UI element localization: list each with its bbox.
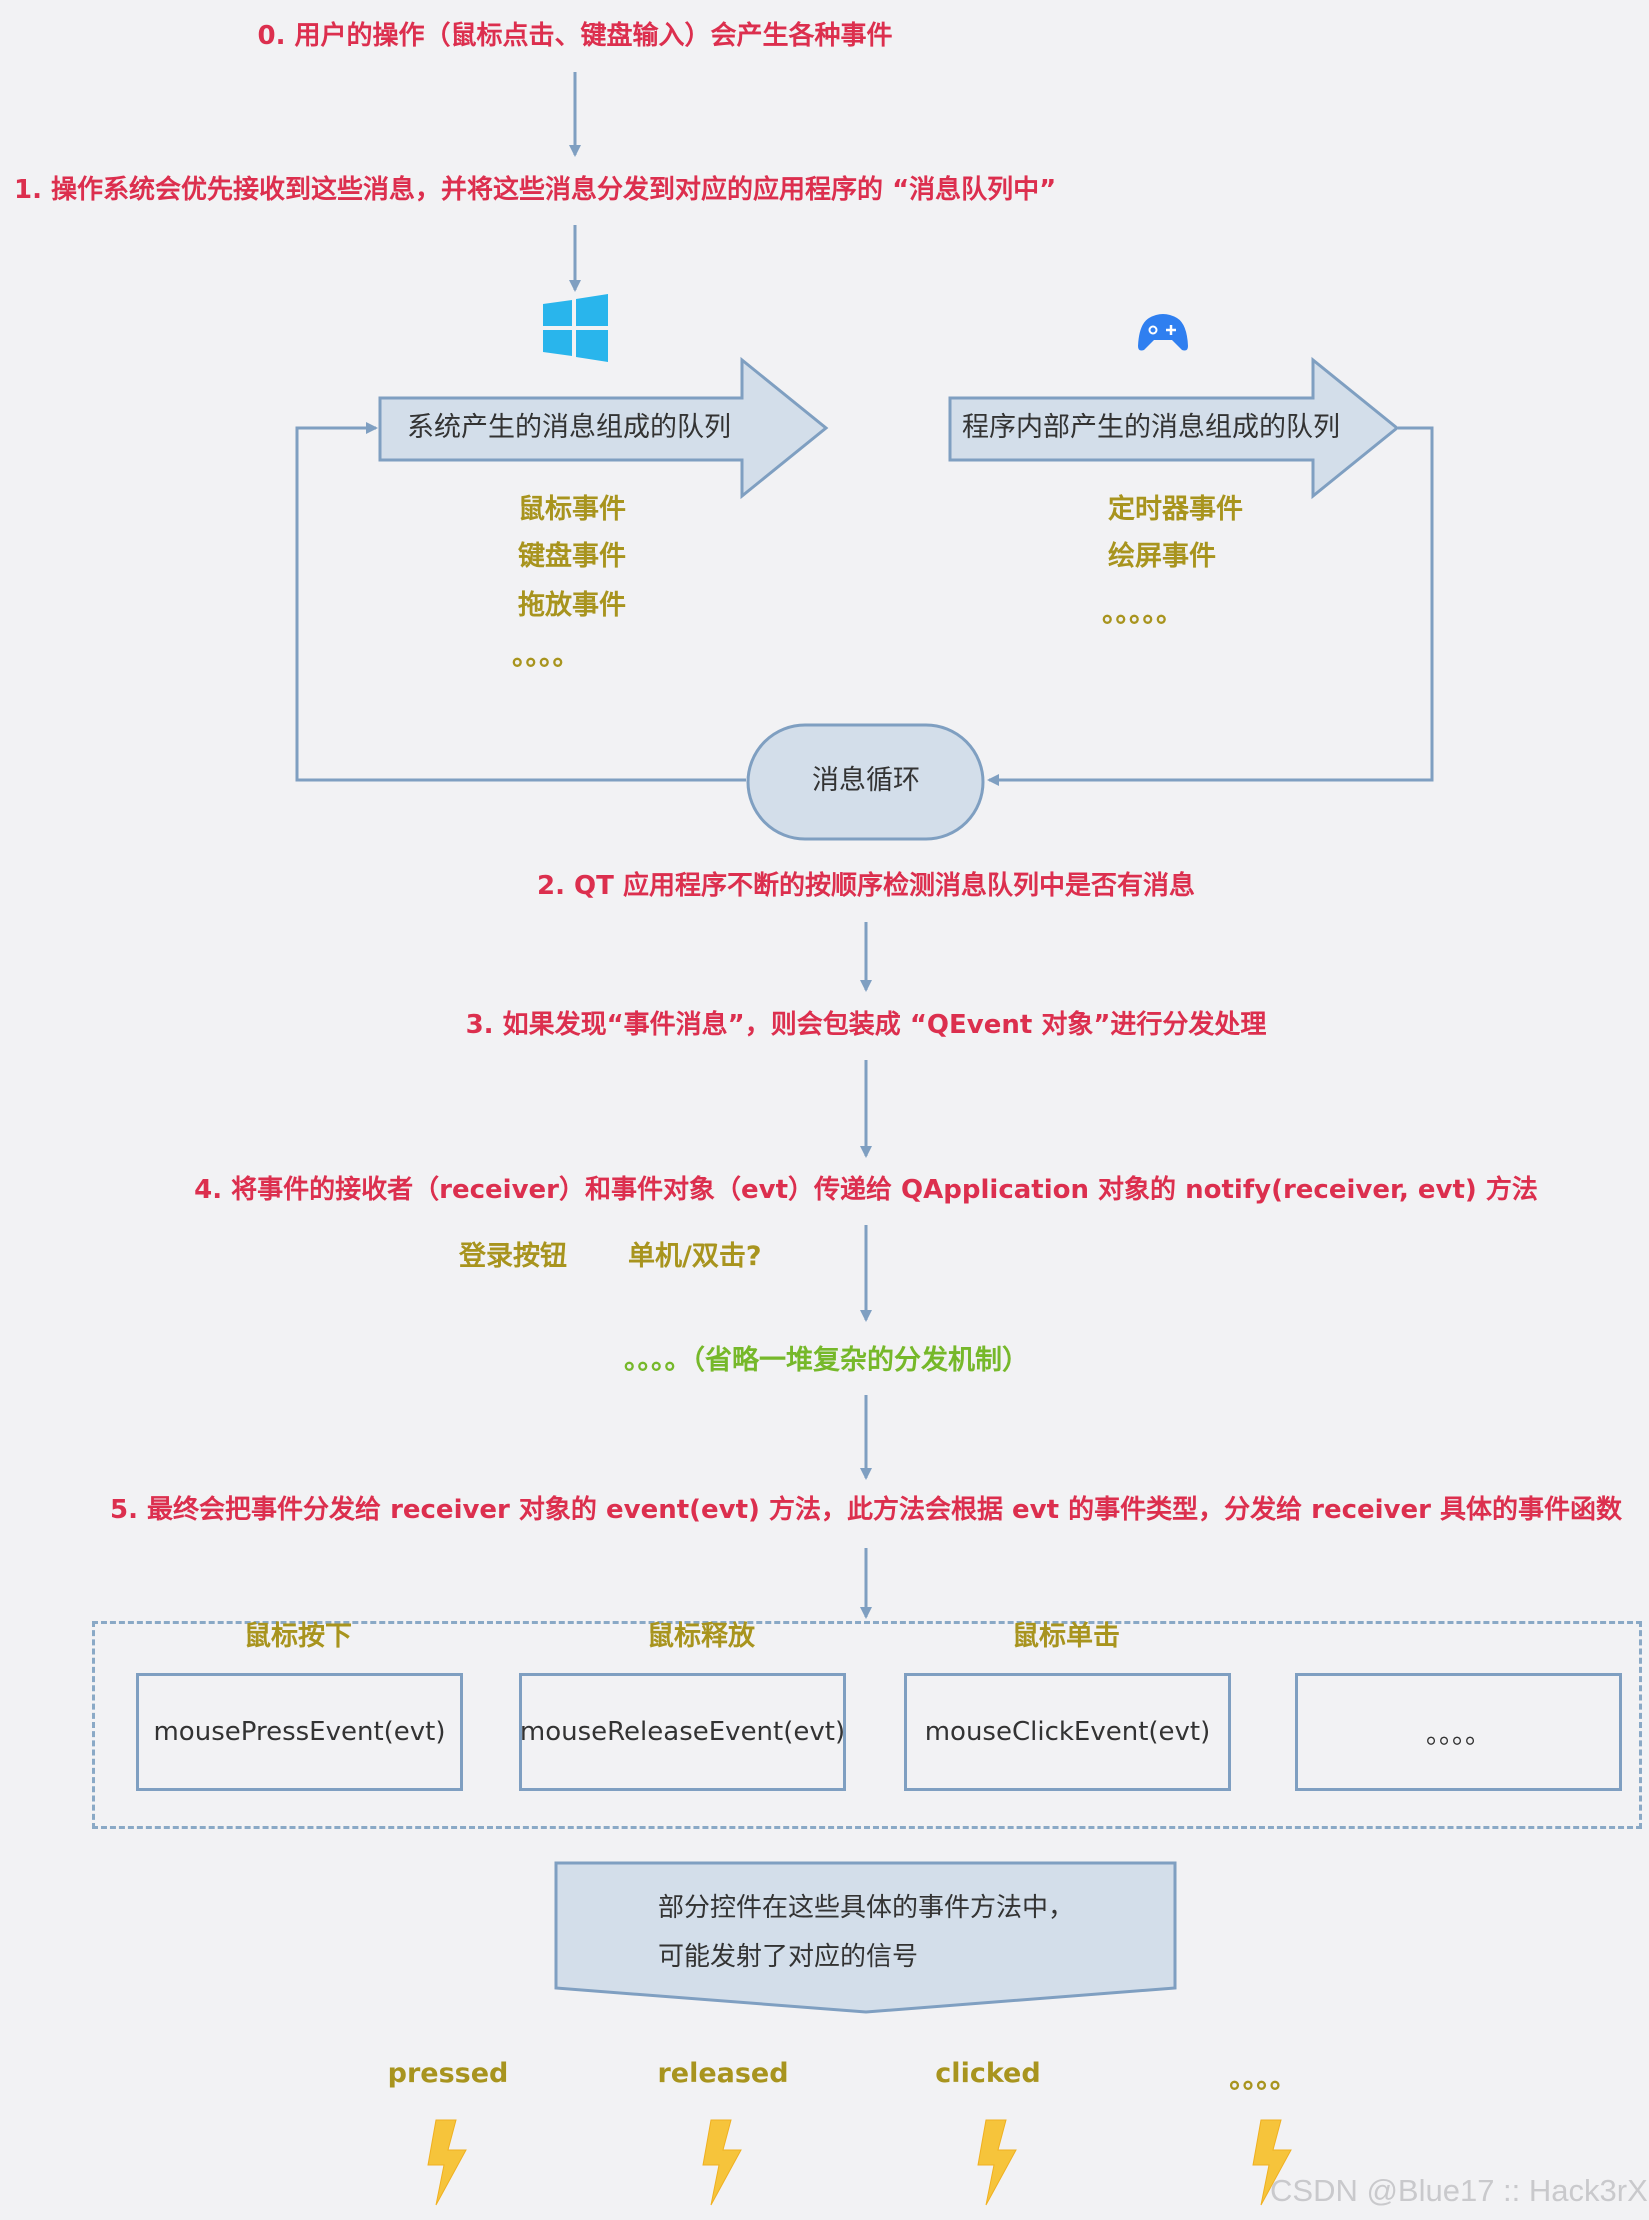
handler-method: 。。。。: [1425, 1719, 1491, 1750]
loop-right-path: [987, 426, 1434, 786]
handler-method: mouseReleaseEvent(evt): [519, 1717, 846, 1747]
signal-more: 。。。。: [1229, 2064, 1297, 2095]
step-0: 0. 用户的操作（鼠标点击、键盘输入）会产生各种事件: [257, 21, 893, 51]
program-queue-item: 。。。。。: [1102, 598, 1183, 629]
handler-caption: 鼠标释放: [647, 1621, 755, 1652]
system-queue-label: 系统产生的消息组成的队列: [407, 412, 731, 443]
step-1: 1. 操作系统会优先接收到这些消息，并将这些消息分发到对应的应用程序的 “消息队…: [14, 175, 1057, 205]
handler-method: mousePressEvent(evt): [153, 1717, 446, 1747]
handler-caption: 鼠标按下: [244, 1621, 352, 1652]
mouse-press-event-box: mousePressEvent(evt): [136, 1673, 463, 1791]
gamepad-icon: [1138, 314, 1188, 351]
watermark: CSDN @Blue17 :: Hack3rX: [1270, 2173, 1648, 2208]
step-4: 4. 将事件的接收者（receiver）和事件对象（evt）传递给 QAppli…: [194, 1175, 1538, 1205]
windows-icon: [543, 294, 608, 362]
signal-pressed: pressed: [387, 2058, 509, 2089]
system-queue-item: 鼠标事件: [518, 494, 626, 525]
signal-banner-line-2: 可能发射了对应的信号: [658, 1942, 919, 1972]
mouse-click-event-box: mouseClickEvent(evt): [904, 1673, 1231, 1791]
program-queue-item: 绘屏事件: [1108, 541, 1216, 572]
handler-caption: 鼠标单击: [1012, 1621, 1120, 1652]
step-5: 5. 最终会把事件分发给 receiver 对象的 event(evt) 方法，…: [109, 1495, 1623, 1525]
program-queue-item: 定时器事件: [1108, 494, 1243, 525]
more-events-box: 。。。。: [1295, 1673, 1622, 1791]
event-handlers-group: [92, 1621, 1642, 1829]
system-queue-item: 。。。。: [512, 641, 580, 672]
step-3: 3. 如果发现“事件消息”，则会包装成 “QEvent 对象”进行分发处理: [465, 1010, 1267, 1040]
signal-banner-line-1: 部分控件在这些具体的事件方法中，: [658, 1893, 1075, 1923]
system-queue-item: 键盘事件: [518, 541, 626, 572]
message-loop-label: 消息循环: [812, 765, 920, 796]
program-queue-shape: [948, 356, 1400, 500]
step-2: 2. QT 应用程序不断的按顺序检测消息队列中是否有消息: [537, 871, 1195, 901]
program-queue-label: 程序内部产生的消息组成的队列: [962, 412, 1340, 443]
system-queue-shape: [378, 356, 829, 500]
message-loop-shape: [746, 723, 985, 841]
lightning-icon: [977, 2119, 1017, 2206]
login-button-note: 登录按钮: [459, 1241, 567, 1272]
loop-left-path: [295, 422, 746, 782]
click-type-note: 单机/双击?: [628, 1241, 762, 1272]
lightning-icon: [427, 2119, 467, 2206]
signal-clicked: clicked: [935, 2058, 1041, 2089]
mouse-release-event-box: mouseReleaseEvent(evt): [519, 1673, 846, 1791]
signal-released: released: [657, 2058, 789, 2089]
signal-banner-shape: [554, 1861, 1177, 2014]
system-queue-item: 拖放事件: [518, 590, 626, 621]
dispatch-note: 。。。。（省略一堆复杂的分发机制）: [624, 1345, 1029, 1376]
lightning-icon: [1252, 2119, 1292, 2206]
handler-method: mouseClickEvent(evt): [924, 1717, 1211, 1747]
lightning-icon: [702, 2119, 742, 2206]
